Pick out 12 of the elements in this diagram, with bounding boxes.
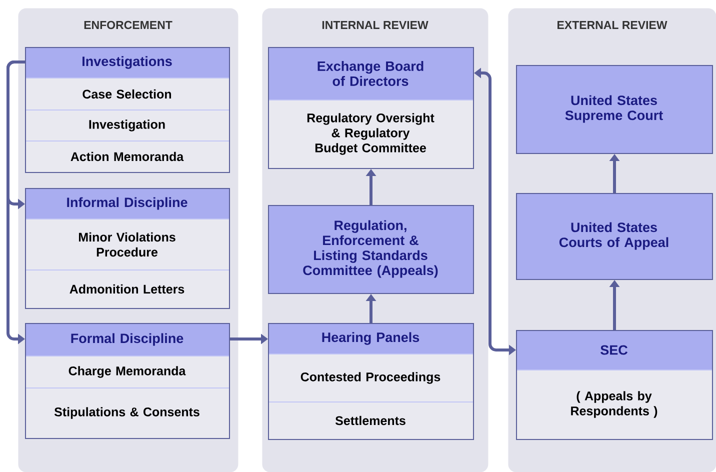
- column-heading: INTERNAL REVIEW: [322, 21, 428, 29]
- column-heading: EXTERNAL REVIEW: [558, 21, 668, 29]
- process-box: Formal Discipline Charge Memoranda Stipulations & Consents: [24, 323, 230, 439]
- process-box: SEC ( Appeals by Respondents ): [516, 330, 713, 440]
- process-box: Informal Discipline Minor Violations Procedure Admonition Letters: [24, 188, 230, 309]
- process-box: Investigations Case Selection Investigation Action Memoranda: [24, 47, 230, 173]
- process-box: United States Supreme Court: [516, 65, 713, 154]
- process-box: United States Courts of Appeal: [516, 193, 713, 280]
- process-box: Hearing Panels Contested Proceedings Settlements: [268, 323, 474, 440]
- column-heading: ENFORCEMENT: [84, 20, 172, 30]
- process-box: Regulation, Enforcement & Listing Standards Committee (Appeals): [268, 205, 474, 294]
- process-box: Exchange Board of Directors Regulatory Oversight & Regulatory Budget Committee: [268, 47, 474, 169]
